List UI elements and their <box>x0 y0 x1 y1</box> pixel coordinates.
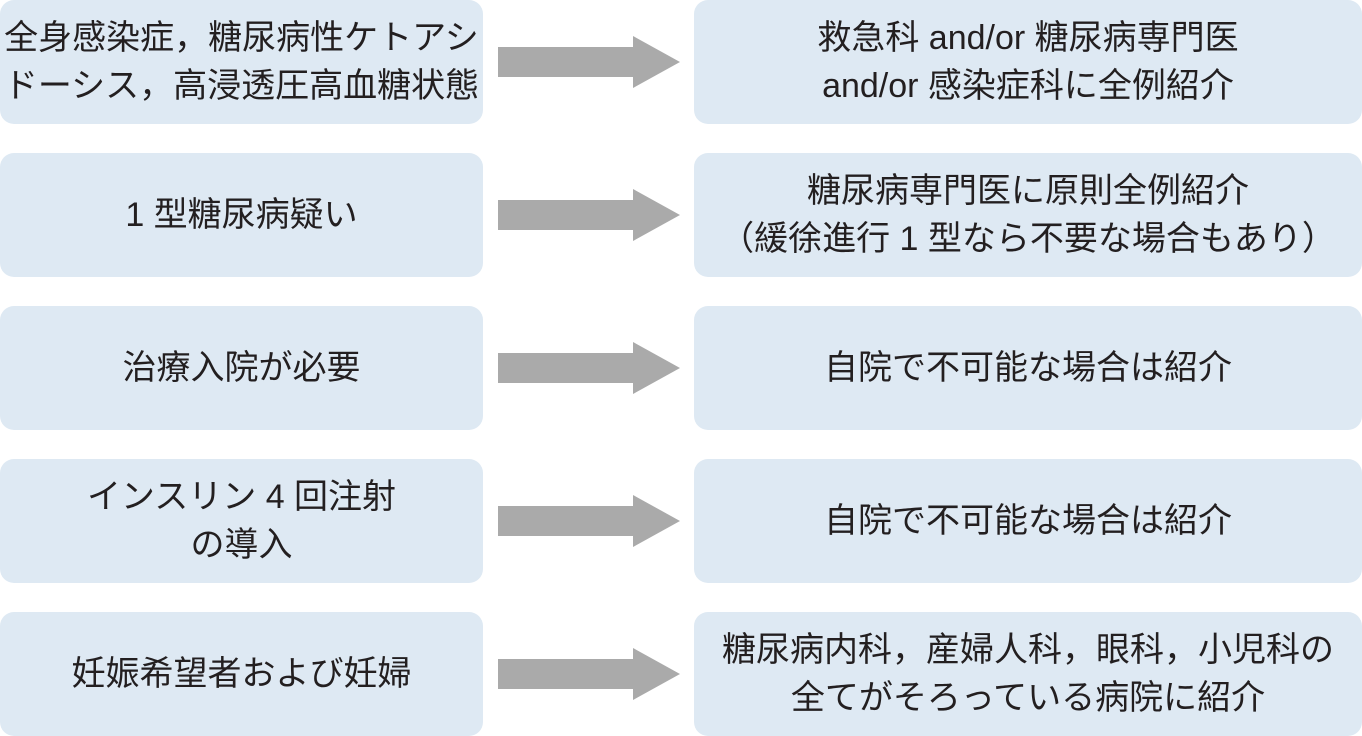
arrow-right-icon <box>497 36 680 88</box>
referral-box: 糖尿病内科，産婦人科，眼科，小児科の 全てがそろっている病院に紹介 <box>694 612 1362 736</box>
referral-text-line: 糖尿病内科，産婦人科，眼科，小児科の <box>722 630 1334 669</box>
condition-text-line: インスリン 4 回注射 <box>86 477 397 516</box>
condition-box: 妊娠希望者および妊婦 <box>0 612 483 736</box>
condition-text-line: 全身感染症，糖尿病性ケトアシ <box>4 18 479 57</box>
condition-text-line: 妊娠希望者および妊婦 <box>71 654 412 693</box>
condition-box: 全身感染症，糖尿病性ケトアシ ドーシス，高浸透圧高血糖状態 <box>0 0 483 124</box>
condition-text-line: 1 型糖尿病疑い <box>125 195 358 234</box>
arrow-cell <box>483 189 694 241</box>
arrow-right-icon <box>497 648 680 700</box>
arrow-right-icon <box>497 342 680 394</box>
condition-text-line: の導入 <box>190 526 293 564</box>
referral-text-line: 自院で不可能な場合は紹介 <box>824 501 1232 540</box>
referral-box: 糖尿病専門医に原則全例紹介 （緩徐進行 1 型なら不要な場合もあり） <box>694 153 1362 277</box>
arrow-cell <box>483 342 694 394</box>
flow-row: インスリン 4 回注射 の導入 自院で不可能な場合は紹介 <box>0 459 1362 583</box>
condition-box: 治療入院が必要 <box>0 306 483 430</box>
referral-text-line: 糖尿病専門医に原則全例紹介 <box>807 171 1249 210</box>
referral-box: 自院で不可能な場合は紹介 <box>694 459 1362 583</box>
referral-text-line: 自院で不可能な場合は紹介 <box>824 348 1232 387</box>
condition-text-line: ドーシス，高浸透圧高血糖状態 <box>3 67 480 105</box>
referral-text-line: 救急科 and/or 糖尿病専門医 <box>817 18 1239 57</box>
arrow-right-icon <box>497 189 680 241</box>
arrow-cell <box>483 495 694 547</box>
flow-row: 妊娠希望者および妊婦 糖尿病内科，産婦人科，眼科，小児科の 全てがそろっている病… <box>0 612 1362 736</box>
referral-box: 救急科 and/or 糖尿病専門医 and/or 感染症科に全例紹介 <box>694 0 1362 124</box>
referral-box: 自院で不可能な場合は紹介 <box>694 306 1362 430</box>
arrow-right-icon <box>497 495 680 547</box>
referral-text-line: （緩徐進行 1 型なら不要な場合もあり） <box>720 220 1336 258</box>
condition-box: インスリン 4 回注射 の導入 <box>0 459 483 583</box>
condition-text-line: 治療入院が必要 <box>122 348 361 387</box>
condition-box: 1 型糖尿病疑い <box>0 153 483 277</box>
arrow-cell <box>483 648 694 700</box>
referral-text-line: 全てがそろっている病院に紹介 <box>790 679 1266 717</box>
flow-row: 全身感染症，糖尿病性ケトアシ ドーシス，高浸透圧高血糖状態 救急科 and/or… <box>0 0 1362 124</box>
flow-row: 治療入院が必要 自院で不可能な場合は紹介 <box>0 306 1362 430</box>
referral-text-line: and/or 感染症科に全例紹介 <box>822 67 1234 105</box>
arrow-cell <box>483 36 694 88</box>
flow-row: 1 型糖尿病疑い 糖尿病専門医に原則全例紹介 （緩徐進行 1 型なら不要な場合も… <box>0 153 1362 277</box>
